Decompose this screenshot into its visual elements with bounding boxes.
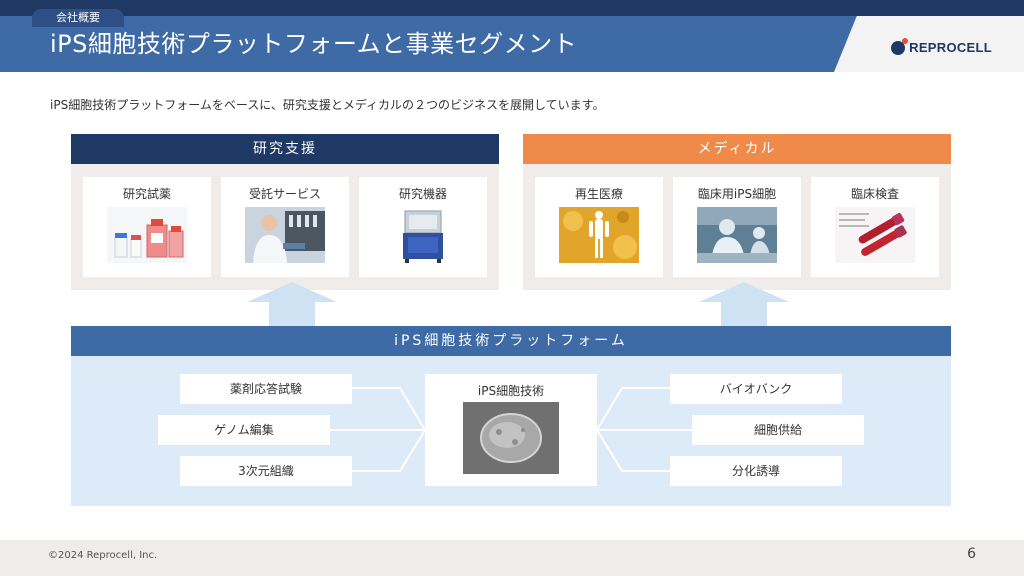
platform-item-genome-editing[interactable]: ゲノム編集 [158,415,330,445]
logo-icon [891,37,909,55]
ips-colony-icon [463,402,559,474]
research-up-arrow-icon [247,282,337,326]
card-label: 受託サービス [248,187,321,201]
research-segment-header: 研究支援 [71,134,499,164]
card-label: 研究試薬 [122,187,171,201]
card-lab-instruments[interactable]: 研究機器 [359,177,487,277]
card-label: 研究機器 [398,187,447,201]
regenerative-body-icon [559,207,639,263]
intro-text: iPS細胞技術プラットフォームをベースに、研究支援とメディカルの２つのビジネスを… [50,98,605,112]
medical-up-arrow-icon [699,282,789,326]
card-research-reagents[interactable]: 研究試薬 [83,177,211,277]
page-title: iPS細胞技術プラットフォームと事業セグメント [50,30,578,58]
platform-core-ips-technology[interactable]: iPS細胞技術 [425,374,597,486]
top-strip [0,0,1024,16]
copyright: ©2024 Reprocell, Inc. [48,550,158,561]
platform-header: iPS細胞技術プラットフォーム [71,326,951,356]
card-clinical-ips-cells[interactable]: 臨床用iPS細胞 [673,177,801,277]
footer: ©2024 Reprocell, Inc. 6 [0,540,1024,576]
platform-item-3d-tissue[interactable]: 3次元組織 [180,456,352,486]
platform-item-biobank[interactable]: バイオバンク [670,374,842,404]
core-label: iPS細胞技術 [477,384,545,398]
lab-scientist-icon [245,207,325,263]
card-label: 再生医療 [574,187,623,201]
company-logo[interactable]: REPROCELL [891,37,992,55]
lab-instrument-icon [383,207,463,263]
card-contract-services[interactable]: 受託サービス [221,177,349,277]
platform-item-drug-response[interactable]: 薬剤応答試験 [180,374,352,404]
card-label: 臨床用iPS細胞 [697,187,777,201]
card-regenerative-medicine[interactable]: 再生医療 [535,177,663,277]
platform-item-cell-supply[interactable]: 細胞供給 [692,415,864,445]
card-label: 臨床検査 [850,187,899,201]
breadcrumb: 会社概要 [32,9,124,27]
card-clinical-testing[interactable]: 臨床検査 [811,177,939,277]
reagent-bottles-icon [107,207,187,263]
logo-wordmark: REPROCELL [909,40,992,55]
title-band [0,16,1024,72]
platform-item-differentiation[interactable]: 分化誘導 [670,456,842,486]
page-number: 6 [967,546,976,562]
medical-segment-header: メディカル [523,134,951,164]
clean-room-icon [697,207,777,263]
blood-tubes-icon [835,207,915,263]
logo-background [834,16,1024,72]
